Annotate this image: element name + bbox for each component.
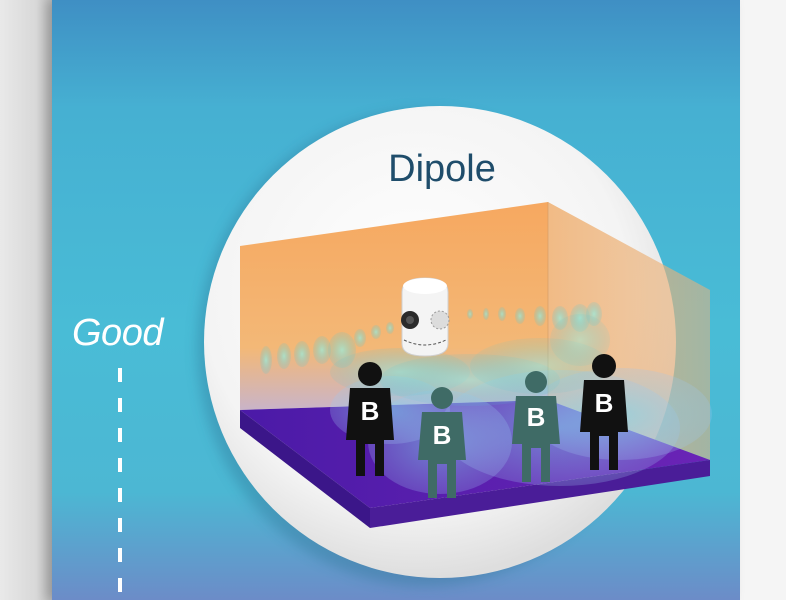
floor-edge-front [370, 460, 710, 528]
listener-label: B [433, 420, 452, 450]
left-gutter [0, 0, 52, 600]
quality-label: Good [72, 312, 163, 354]
listener-front-left: B [346, 362, 394, 476]
listener-label: B [595, 388, 614, 418]
listener-back-left: B [418, 387, 466, 498]
listener-back-right: B [512, 371, 560, 482]
right-gutter [740, 0, 786, 600]
scale-dashed-line [118, 368, 122, 600]
diagram-title: Dipole [388, 148, 496, 190]
dipole-speaker-icon [401, 277, 450, 357]
listener-front-right: B [580, 354, 628, 470]
listener-label: B [527, 402, 546, 432]
floor-edge-left [240, 410, 370, 528]
listener-label: B [361, 396, 380, 426]
